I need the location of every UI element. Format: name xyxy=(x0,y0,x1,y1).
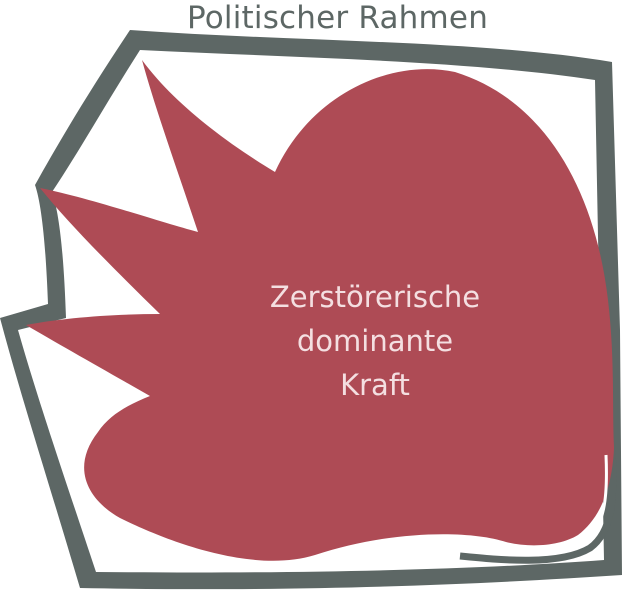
frame-loop-line xyxy=(459,449,617,564)
frame-title: Politischer Rahmen xyxy=(186,0,489,36)
shape-label-line-3: Kraft xyxy=(340,368,410,402)
shape-label-line-2: dominante xyxy=(296,324,454,358)
shape-label-line-1: Zerstörerische xyxy=(269,280,481,314)
frame-loop-inner xyxy=(467,454,608,553)
shape-label: Zerstörerische dominante Kraft xyxy=(190,275,560,407)
destructive-force-shape xyxy=(26,60,614,561)
